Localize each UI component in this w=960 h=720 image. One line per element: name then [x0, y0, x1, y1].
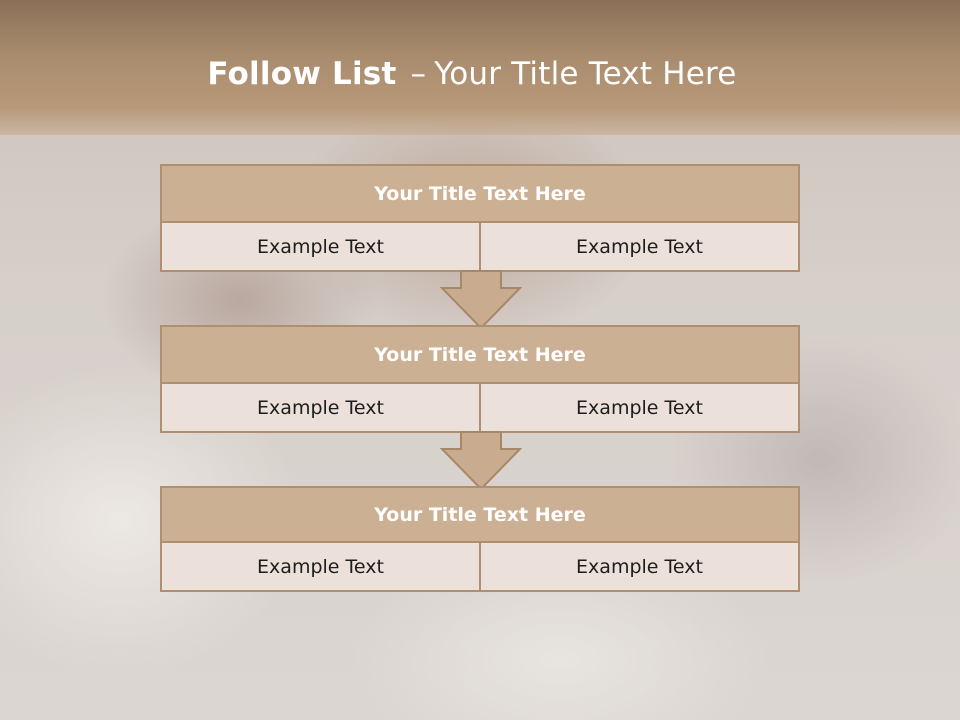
- step-cell-right: Example Text: [479, 223, 798, 270]
- step-cell-left: Example Text: [162, 543, 479, 590]
- page-title: Follow List–Your Title Text Here: [0, 56, 944, 92]
- step-row: Example Text Example Text: [162, 543, 798, 590]
- title-separator: –: [410, 56, 427, 92]
- step-title: Your Title Text Here: [162, 488, 798, 543]
- down-arrow-icon: [440, 270, 522, 330]
- down-arrow-icon: [440, 431, 522, 491]
- step-row: Example Text Example Text: [162, 384, 798, 431]
- step-block-2: Your Title Text Here Example Text Exampl…: [160, 325, 800, 433]
- step-block-1: Your Title Text Here Example Text Exampl…: [160, 164, 800, 272]
- step-title: Your Title Text Here: [162, 166, 798, 223]
- step-title: Your Title Text Here: [162, 327, 798, 384]
- step-cell-right: Example Text: [479, 384, 798, 431]
- step-cell-right: Example Text: [479, 543, 798, 590]
- title-rest: Your Title Text Here: [434, 56, 737, 92]
- title-bold: Follow List: [207, 56, 397, 92]
- step-block-3: Your Title Text Here Example Text Exampl…: [160, 486, 800, 592]
- step-cell-left: Example Text: [162, 384, 479, 431]
- step-cell-left: Example Text: [162, 223, 479, 270]
- title-bar: [0, 0, 960, 135]
- step-row: Example Text Example Text: [162, 223, 798, 270]
